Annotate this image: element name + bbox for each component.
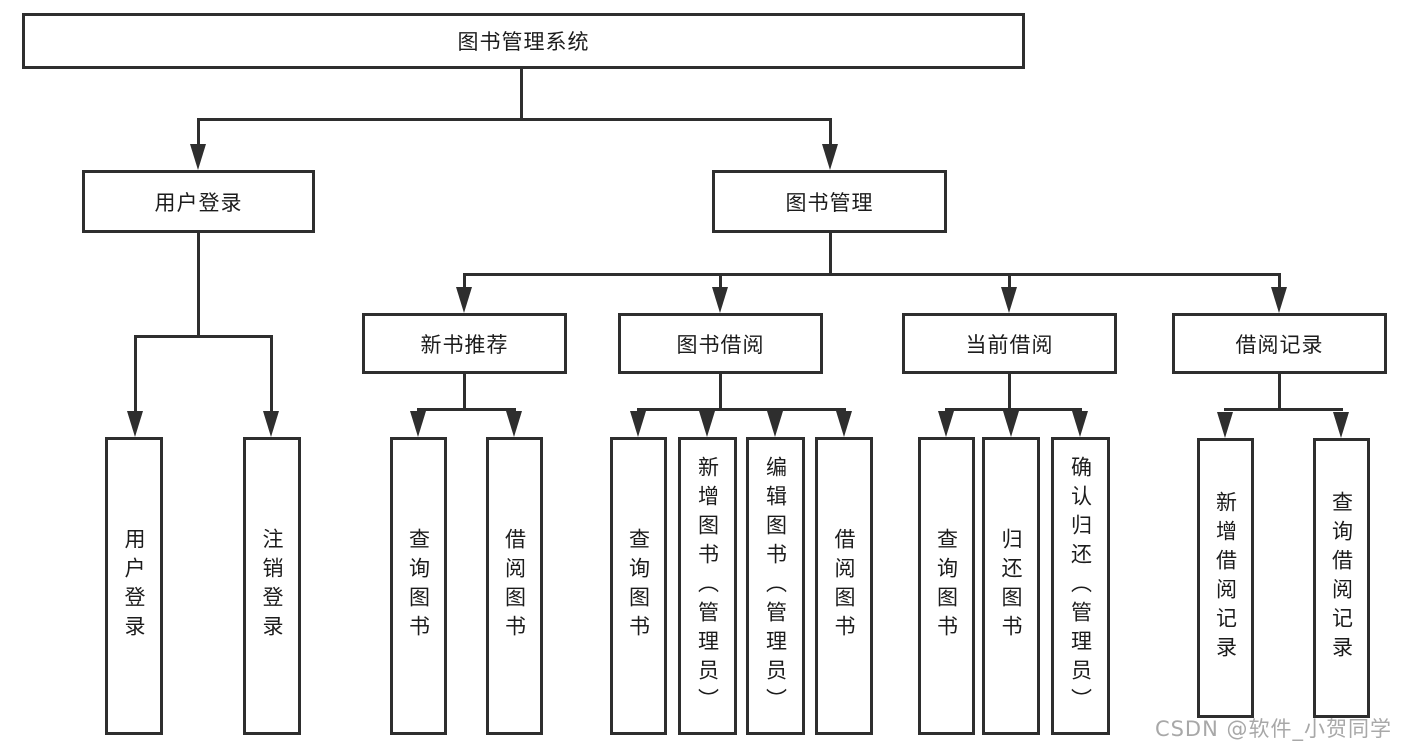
connector-line — [197, 233, 200, 335]
connector-line — [463, 374, 466, 410]
node-label: 新增图书（管理员） — [695, 455, 720, 717]
connector-line — [1224, 408, 1343, 411]
connector-line — [1278, 273, 1281, 287]
leaf-borrow-books: 借阅图书 — [815, 437, 873, 735]
node-label: 借阅记录 — [1235, 332, 1324, 357]
connector-line — [197, 118, 200, 144]
leaf-borrow-books-recommend: 借阅图书 — [486, 437, 543, 735]
connector-line — [197, 118, 832, 121]
leaf-add-borrow-record: 新增借阅记录 — [1197, 438, 1254, 718]
node-label: 查询图书 — [626, 528, 651, 644]
node-label: 确认归还（管理员） — [1068, 455, 1093, 717]
arrow-down-icon — [767, 411, 783, 437]
connector-line — [829, 233, 832, 273]
connector-line — [719, 374, 722, 410]
node-label: 图书管理系统 — [457, 30, 590, 54]
connector-line — [945, 408, 1082, 411]
connector-line — [719, 273, 722, 287]
leaf-add-books-admin: 新增图书（管理员） — [678, 437, 737, 735]
connector-line — [463, 273, 1280, 276]
node-label: 新书推荐 — [420, 332, 509, 357]
connector-line — [134, 335, 273, 338]
arrow-down-icon — [1001, 287, 1017, 313]
connector-line — [1278, 374, 1281, 410]
arrow-down-icon — [263, 411, 279, 437]
arrow-down-icon — [938, 411, 954, 437]
leaf-query-books-recommend: 查询图书 — [390, 437, 447, 735]
arrow-down-icon — [506, 411, 522, 437]
connector-line — [463, 273, 466, 287]
node-label: 查询图书 — [406, 528, 431, 644]
node-book-borrow: 图书借阅 — [618, 313, 823, 374]
node-library-system: 图书管理系统 — [22, 13, 1025, 69]
leaf-logout: 注销登录 — [243, 437, 301, 735]
arrow-down-icon — [1003, 411, 1019, 437]
node-label: 查询借阅记录 — [1329, 491, 1354, 665]
csdn-watermark: CSDN @软件_小贺同学 — [1154, 717, 1392, 741]
leaf-confirm-return-admin: 确认归还（管理员） — [1051, 437, 1110, 735]
node-current-borrow: 当前借阅 — [902, 313, 1117, 374]
arrow-down-icon — [1072, 411, 1088, 437]
node-label: 图书管理 — [785, 190, 874, 215]
arrow-down-icon — [836, 411, 852, 437]
connector-line — [829, 118, 832, 144]
arrow-down-icon — [630, 411, 646, 437]
node-label: 借阅图书 — [502, 528, 527, 644]
connector-line — [520, 69, 523, 118]
connector-line — [270, 335, 273, 411]
leaf-edit-books-admin: 编辑图书（管理员） — [746, 437, 805, 735]
node-label: 注销登录 — [260, 528, 284, 644]
arrow-down-icon — [1271, 287, 1287, 313]
node-label: 用户登录 — [154, 190, 243, 215]
arrow-down-icon — [190, 144, 206, 170]
node-borrow-records: 借阅记录 — [1172, 313, 1387, 374]
connector-line — [637, 408, 846, 411]
arrow-down-icon — [1333, 412, 1349, 438]
node-label: 借阅图书 — [832, 528, 856, 644]
node-label: 查询图书 — [934, 528, 959, 644]
arrow-down-icon — [410, 411, 426, 437]
node-label: 当前借阅 — [965, 332, 1054, 357]
node-label: 新增借阅记录 — [1213, 491, 1238, 665]
connector-line — [134, 335, 137, 411]
leaf-query-books-borrow: 查询图书 — [610, 437, 667, 735]
node-new-book-recommend: 新书推荐 — [362, 313, 567, 374]
node-label: 归还图书 — [999, 528, 1023, 644]
node-book-management: 图书管理 — [712, 170, 947, 233]
arrow-down-icon — [456, 287, 472, 313]
leaf-user-login: 用户登录 — [105, 437, 163, 735]
arrow-down-icon — [822, 144, 838, 170]
connector-line — [1008, 374, 1011, 410]
arrow-down-icon — [127, 411, 143, 437]
leaf-query-books-current: 查询图书 — [918, 437, 975, 735]
connector-line — [417, 408, 516, 411]
connector-line — [1008, 273, 1011, 287]
arrow-down-icon — [699, 411, 715, 437]
arrow-down-icon — [712, 287, 728, 313]
node-label: 图书借阅 — [676, 332, 765, 357]
node-label: 编辑图书（管理员） — [763, 455, 788, 717]
leaf-return-books: 归还图书 — [982, 437, 1040, 735]
node-user-login: 用户登录 — [82, 170, 315, 233]
node-label: 用户登录 — [122, 528, 146, 644]
leaf-query-borrow-record: 查询借阅记录 — [1313, 438, 1370, 718]
arrow-down-icon — [1217, 412, 1233, 438]
